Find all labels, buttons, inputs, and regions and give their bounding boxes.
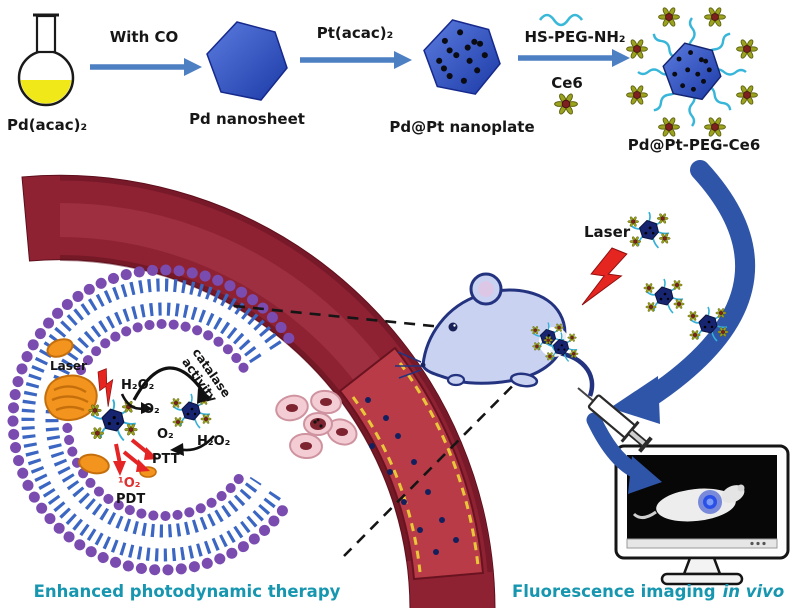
caption-fluorescence-imaging: Fluorescence imaging in vivo [512, 582, 784, 601]
mitochondria-icon [44, 338, 157, 478]
flask-icon [17, 13, 75, 107]
h2o2-label: H₂O₂ [197, 434, 230, 449]
tumor-site [531, 323, 578, 362]
o2-label: O₂ [157, 427, 174, 442]
arrow1-label: With CO [110, 28, 179, 46]
nanosheet-label: Pd nanosheet [189, 110, 305, 128]
laser-bolt-icon [578, 243, 631, 316]
flask-label: Pd(acac)₂ [7, 116, 87, 134]
caption-right-main: Fluorescence imaging [512, 582, 716, 601]
monitor-icon [614, 444, 790, 586]
pd-nanosheet-shape [206, 21, 288, 101]
catalase-activity-label: catalase activity [179, 346, 233, 405]
fluorescent-mouse-image [632, 484, 745, 522]
mouse-whiskers [395, 351, 422, 379]
vessel-lumen-cutaway [338, 346, 485, 581]
synthesis-arrow-1 [90, 58, 202, 76]
pdpt-nanoplate-shape [423, 19, 501, 95]
arrow2-label: Pt(acac)₂ [317, 24, 393, 42]
product-label: Pd@Pt-PEG-Ce6 [628, 136, 761, 154]
pdt-label: PDT [116, 492, 145, 507]
mouse-paw [446, 373, 466, 387]
imaging-arrow [586, 412, 662, 494]
product-nanoparticle [626, 6, 758, 138]
caption-enhanced-pdt: Enhanced photodynamic therapy [34, 582, 341, 601]
cell-laser-label: Laser [50, 359, 87, 373]
synthesis-arrow-2 [300, 51, 412, 69]
mouse-nose [420, 362, 426, 368]
ce6-floret-icon [554, 92, 578, 116]
monitor-base [660, 572, 744, 586]
peg-squiggle-icon [538, 13, 584, 27]
nanoparticle-icon [644, 279, 684, 313]
monitor-stand [682, 556, 722, 576]
mouse-inner-ear [478, 281, 494, 297]
laser-bolt-icon [92, 367, 122, 408]
catalase-arrow [120, 366, 215, 456]
mouse-eye [448, 322, 458, 332]
ptt-arrows [113, 438, 158, 476]
ptt-label: PTT [152, 452, 180, 467]
o2-label: O₂ [143, 402, 160, 417]
circulation-arrow [610, 160, 756, 424]
singlet-oxygen-label: ¹O₂ [118, 476, 140, 491]
nanoplate-label: Pd@Pt nanoplate [389, 118, 534, 136]
tumor-cells [275, 389, 358, 460]
mouse-illustration [395, 272, 595, 397]
h2o2-label: H₂O₂ [121, 378, 154, 393]
caption-right-italic: in vivo [723, 582, 785, 601]
syringe-icon [577, 387, 653, 453]
circulating-nanoparticles [365, 397, 459, 555]
nanoparticle-icon [628, 212, 670, 248]
mouse-foot [509, 372, 539, 388]
mouse-laser-label: Laser [584, 223, 631, 241]
arrow3-label-top: HS-PEG-NH₂ [524, 28, 625, 46]
arrow3-label-bottom: Ce6 [551, 74, 583, 92]
blood-vessel [21, 174, 496, 608]
synthesis-row: Pd(acac)₂ With CO Pd nanosheet Pt(acac)₂ [7, 6, 761, 154]
synthesis-arrow-3 [518, 49, 630, 67]
